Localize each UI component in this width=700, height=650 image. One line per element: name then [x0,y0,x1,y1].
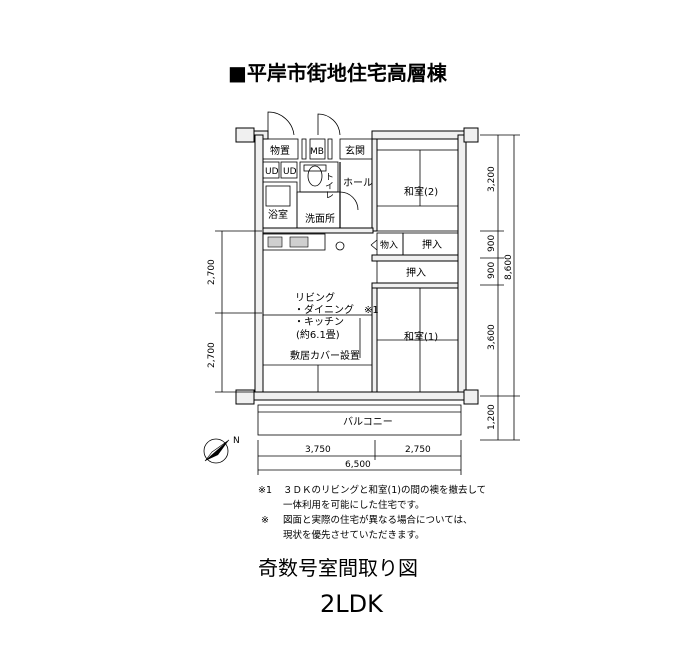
room-label-bath: 浴室 [268,208,288,221]
note-4-text: 現状を優先させていただきます。 [283,529,425,541]
dim-right-5: 1,200 [487,404,497,430]
north-label: N [233,436,240,446]
dim-left-bottom: 2,700 [207,342,217,368]
dim-bottom-right: 2,750 [405,445,431,455]
room-label-hall: ホール [343,177,373,189]
entrance-doors [267,111,341,136]
room-label-toilet: トイレ [323,172,334,199]
note-2-text: 一体利用を可能にした住宅です。 [283,499,425,511]
page-title: ■平岸市街地住宅高層棟 [228,61,448,85]
note-1-text: ３ＤＫのリビングと和室(1)の間の襖を撤去して [283,484,486,496]
note-3-text: 図面と実際の住宅が異なる場合については、 [283,514,473,526]
room-label-ud2: UD [283,167,297,177]
room-label-shikii: 敷居カバー設置 [290,349,360,362]
interior-walls [262,138,459,393]
dim-right-1: 3,200 [487,166,497,192]
room-label-oshiire2: 押入 [406,266,426,279]
room-label-mb: MB [310,147,324,157]
room-label-storage: 物置 [270,144,290,157]
dim-right-2: 900 [487,235,497,252]
note-3-mark: ※ [261,515,269,526]
room-label-living-1: リビング [295,291,335,304]
room-label-closet-small: 物入 [380,239,398,251]
dim-right-3: 900 [487,262,497,279]
bottom-dimension-lines [257,440,462,475]
dim-bottom-total: 6,500 [345,460,371,470]
dim-right-total: 8,600 [504,254,514,280]
dim-right-4: 3,600 [487,324,497,350]
room-label-living-3: ・キッチン [294,316,344,328]
layout-type: 2LDK [320,590,384,618]
room-label-oshiire1: 押入 [422,238,442,251]
room-label-washitsu2: 和室(2) [404,185,438,198]
note-1-mark: ※1 [258,485,272,496]
north-arrow-icon [203,438,230,464]
right-dimension-lines [480,134,520,441]
floorplan-caption: 奇数号室間取り図 [258,556,418,580]
room-label-ud1: UD [265,167,279,177]
room-label-living-2: ・ダイニング ※1 [294,303,379,316]
room-label-washitsu1: 和室(1) [404,330,438,343]
room-label-living-4: (約6.1畳) [296,328,340,341]
room-label-balcony: バルコニー [343,416,393,428]
dim-bottom-left: 3,750 [305,445,331,455]
dim-left-top: 2,700 [207,259,217,285]
room-label-washroom: 洗面所 [305,213,335,225]
left-dimension-lines [215,230,262,393]
balcony [257,404,462,436]
room-label-entrance: 玄関 [345,144,365,157]
